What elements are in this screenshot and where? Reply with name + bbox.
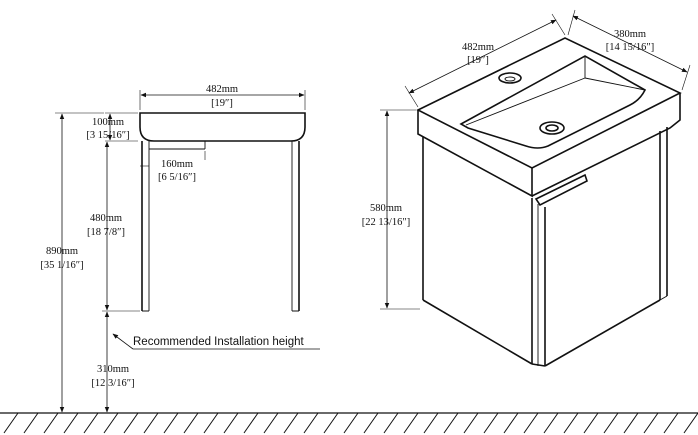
front-total-height-mm: 890mm [46, 246, 78, 257]
iso-height-mm: 580mm [370, 203, 402, 214]
iso-basin-bowl [459, 55, 647, 149]
iso-basin-top [416, 37, 682, 169]
iso-basin-front [417, 110, 533, 198]
install-note-leader [112, 333, 320, 350]
iso-drain-icon [539, 121, 565, 135]
front-basin-height-mm: 100mm [92, 117, 124, 128]
front-width-mm: 482mm [206, 84, 238, 95]
iso-depth-mm: 380mm [614, 29, 646, 40]
iso-height-in: [22 13/16″] [362, 217, 410, 228]
iso-depth-dimension [567, 9, 691, 91]
front-cabinet-height-in: [18 7/8″] [87, 227, 125, 238]
floor-line [0, 412, 698, 434]
front-total-height-dimension [55, 112, 104, 413]
iso-faucet-hole [498, 72, 522, 84]
front-handle-recess [149, 141, 206, 160]
front-width-dimension [139, 90, 306, 110]
iso-cabinet [422, 127, 668, 367]
front-view: 482mm [19″] 100mm [3 15/16″] 160mm [6 5/… [40, 84, 320, 413]
front-install-height-mm: 310mm [97, 364, 129, 375]
front-total-height-in: [35 1/16″] [40, 260, 83, 271]
iso-height-dimension [380, 109, 420, 310]
front-cabinet-height-dimension [102, 141, 140, 312]
iso-depth-in: [14 15/16″] [606, 42, 654, 53]
front-handle-mm: 160mm [161, 159, 193, 170]
front-basin-top [139, 112, 306, 142]
iso-basin-right [531, 93, 681, 197]
floor-hatching [3, 412, 698, 434]
front-install-height-in: [12 3/16″] [91, 378, 134, 389]
install-note-text: Recommended Installation height [133, 336, 304, 348]
iso-width-dimension [404, 13, 566, 108]
front-basin-height-in: [3 15/16″] [86, 130, 129, 141]
front-handle-in: [6 5/16″] [158, 172, 196, 183]
iso-handle [534, 173, 588, 207]
front-width-in: [19″] [211, 98, 233, 109]
iso-width-mm: 482mm [462, 42, 494, 53]
iso-view: 482mm [19″] 380mm [14 15/16″] 580mm [22 … [362, 9, 691, 367]
iso-width-in: [19″] [467, 55, 489, 66]
front-cabinet-height-mm: 480mm [90, 213, 122, 224]
front-cabinet [141, 141, 300, 312]
front-basin-height-dimension [105, 112, 138, 142]
